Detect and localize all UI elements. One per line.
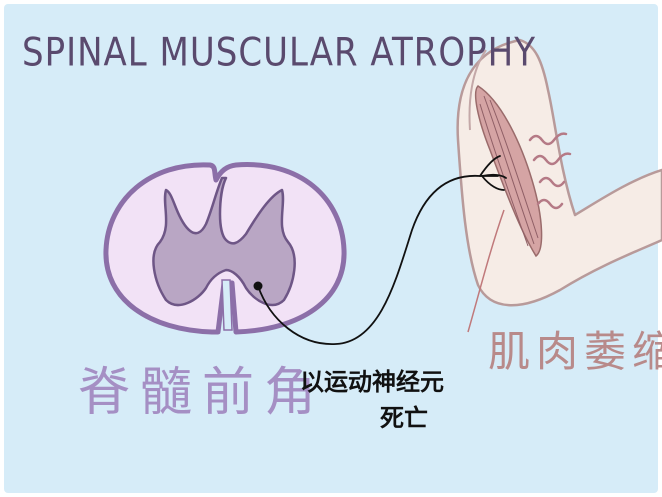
motor-neuron-label-line1: 以运动神经元 xyxy=(300,368,444,396)
central-canal xyxy=(222,280,232,330)
motor-neuron-label: 以运动神经元 死亡 xyxy=(300,364,444,436)
spinal-cord-label: 脊髓前角 xyxy=(78,350,326,425)
motor-neuron-label-line2: 死亡 xyxy=(380,400,444,436)
spinal-cord-section xyxy=(106,165,344,332)
arm-shape xyxy=(458,40,662,305)
muscle-atrophy-label: 肌肉萎缩 xyxy=(488,318,662,379)
title: SPINAL MUSCULAR ATROPHY xyxy=(22,30,536,76)
arm-illustration xyxy=(458,40,662,332)
